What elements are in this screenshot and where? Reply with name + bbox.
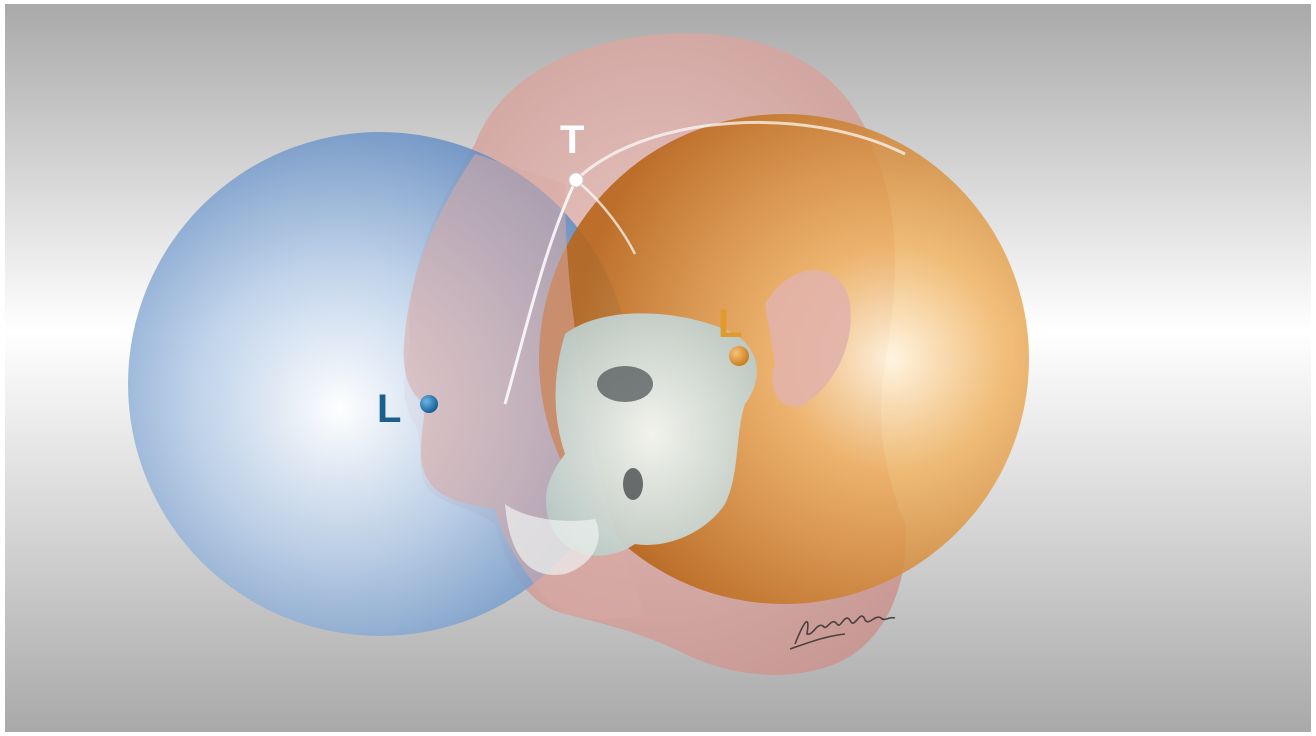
label-top: T xyxy=(560,118,584,162)
illustration-canvas: T L L xyxy=(5,4,1311,732)
nasal-cavity xyxy=(623,468,643,500)
top-marker xyxy=(569,173,583,187)
eye-socket xyxy=(597,366,653,402)
orange-marker xyxy=(729,346,749,366)
label-left-back: L xyxy=(718,302,742,346)
label-left-front: L xyxy=(377,387,401,431)
blue-marker xyxy=(420,395,438,413)
anatomy-diagram: T L L xyxy=(5,4,1311,732)
